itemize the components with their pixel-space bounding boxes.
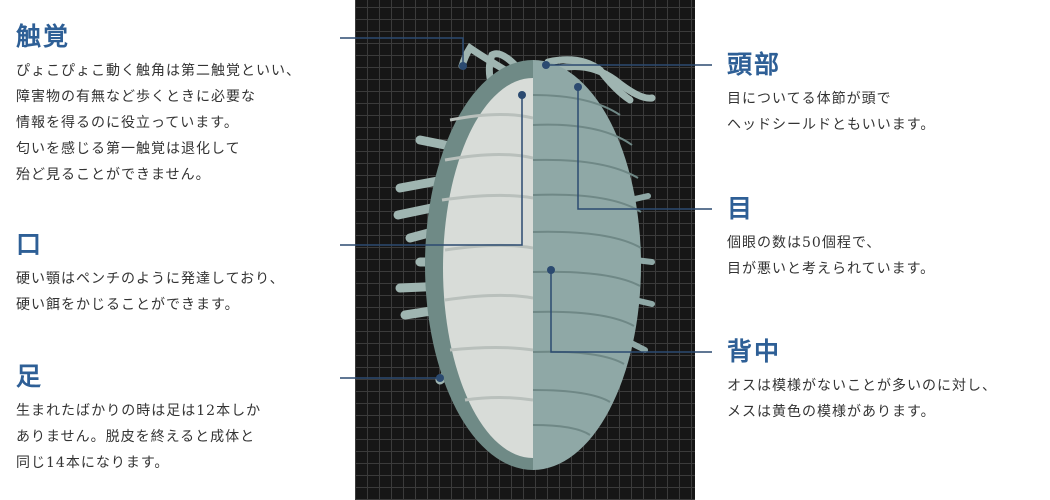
desc-line: オスは模様がないことが多いのに対し、	[727, 378, 997, 394]
desc-line: 障害物の有無など歩くときに必要な	[16, 89, 256, 105]
desc-line: 同じ14本になります。	[16, 455, 170, 471]
section-title: 目	[727, 194, 755, 223]
section-title: 口	[16, 230, 44, 259]
desc-line: 生まれたばかりの時は足は12本しか	[16, 403, 262, 419]
section-legs: 足 生まれたばかりの時は足は12本しか ありません。脱皮を終えると成体と 同じ1…	[16, 362, 261, 476]
section-mouth: 口 硬い顎はペンチのように発達しており、 硬い餌をかじることができます。	[16, 230, 285, 318]
leader-lines	[340, 37, 712, 379]
desc-line: 硬い餌をかじることができます。	[16, 297, 240, 313]
underside	[425, 60, 533, 470]
section-back: 背中 オスは模様がないことが多いのに対し、 メスは黄色の模様があります。	[727, 337, 997, 425]
section-title: 背中	[727, 337, 782, 366]
desc-line: 目が悪いと考えられています。	[727, 261, 936, 277]
desc-line: メスは黄色の模様があります。	[727, 404, 936, 420]
desc-line: 匂いを感じる第一触覚は退化して	[16, 141, 241, 157]
antenna	[458, 43, 656, 104]
desc-line: 殆ど見ることができません。	[16, 167, 211, 183]
desc-line: 個眼の数は50個程で、	[727, 235, 882, 251]
leader-dots	[436, 61, 582, 382]
section-title: 頭部	[727, 50, 782, 79]
section-antenna: 触覚 ぴょこぴょこ動く触角は第二触覚といい、 障害物の有無など歩くときに必要な …	[16, 22, 301, 188]
desc-line: 硬い顎はペンチのように発達しており、	[16, 271, 285, 287]
section-head: 頭部 目についてる体節が頭で ヘッドシールドともいいます。	[727, 50, 935, 138]
desc-line: ありません。脱皮を終えると成体と	[16, 429, 256, 445]
section-eyes: 目 個眼の数は50個程で、 目が悪いと考えられています。	[727, 194, 935, 282]
section-title: 触覚	[16, 22, 71, 51]
dorsal-shell	[533, 60, 642, 470]
desc-line: 目についてる体節が頭で	[727, 91, 892, 107]
desc-line: 情報を得るのに役立っています。	[16, 115, 239, 131]
section-title: 足	[16, 362, 44, 391]
desc-line: ぴょこぴょこ動く触角は第二触覚といい、	[16, 63, 301, 79]
desc-line: ヘッドシールドともいいます。	[727, 117, 936, 133]
